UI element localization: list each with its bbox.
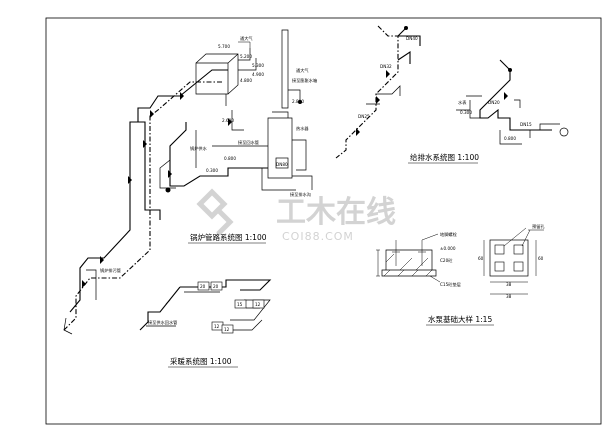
water-label-a: DN40: [406, 36, 418, 41]
label-elev-0300: 0.300: [206, 168, 218, 173]
watermark: 工木在线 COI88.COM: [196, 188, 396, 243]
foundation-hatch: [383, 253, 433, 277]
boiler-burner: [275, 157, 289, 169]
bolt-holes: [494, 244, 524, 272]
label-elev-5300: 5.300: [252, 63, 264, 68]
label-unit: DN80: [276, 162, 288, 167]
label-elev-5200: 5.200: [240, 54, 252, 59]
water-main: [335, 25, 399, 159]
branch-boiler: [159, 130, 268, 189]
radiator-r1: 20: [200, 284, 206, 289]
foundation-bolt-label: 地脚螺栓: [440, 231, 458, 238]
heating-system-diagram: 20 20 12 15 12 12 接至供水回水管 采暖系统图 1:100: [139, 279, 272, 368]
foundation-dims: [376, 249, 380, 277]
leader-vent: [238, 41, 251, 48]
radiator-r6: 12: [224, 327, 230, 332]
foundation-plan: [489, 239, 529, 277]
foundation-dim-a: 38: [506, 282, 512, 287]
water-label-g: 0.800: [504, 136, 516, 141]
vent-stack: [281, 29, 289, 109]
foundation-dim-c: 60: [478, 256, 484, 261]
boiler-unit: [267, 111, 293, 179]
expansion-tank: [195, 53, 239, 95]
label-mixer: 热水器: [296, 125, 309, 132]
leader-base: [429, 275, 441, 283]
radiator-r4: 15: [237, 302, 243, 307]
label-low-point: 锅炉排污管: [100, 267, 121, 274]
label-elev-4800: 4.800: [240, 78, 252, 83]
water-system-diagram: DN40 DN32 DN25 DN20 DN15 水表 0.800 0.300 …: [335, 25, 569, 164]
watermark-chinese: 工木在线: [276, 195, 396, 230]
return-main: [63, 81, 222, 331]
foundation-concrete-label: C20砼: [440, 257, 453, 263]
water-branch-b: [366, 85, 401, 105]
foundation-dim-d: 60: [538, 256, 544, 261]
water-end: [529, 123, 560, 138]
water-valve-icons: [356, 26, 512, 136]
foundation-base-label: C15砼垫层: [440, 281, 461, 288]
heating-return: [165, 291, 271, 321]
water-branch-a: [397, 27, 421, 64]
valve-icons: [82, 92, 302, 288]
water-label-c: DN25: [358, 114, 370, 119]
tank-feed: [238, 48, 257, 71]
foundation-surface-label: ±0.000: [440, 246, 456, 251]
leader-holes: [503, 227, 531, 247]
foundation-section: [381, 249, 437, 277]
water-label-d: DN20: [488, 100, 500, 105]
heating-return-2: [146, 319, 263, 331]
tank-drain: [225, 94, 244, 131]
label-supply-note: 锅炉供水: [190, 145, 208, 152]
foundation-dim-b: 38: [506, 294, 512, 299]
watermark-latin: COI88.COM: [282, 230, 354, 243]
leader-bolt: [421, 233, 439, 241]
label-vent: 通大气: [240, 35, 253, 42]
foundation-detail: 地脚螺栓 ±0.000 C20砼 C15砼垫层 预留孔 38 38 60 60 …: [376, 223, 545, 326]
radiator-r3: 12: [255, 302, 261, 307]
radiator-r5: 12: [214, 324, 220, 329]
label-elev-0800: 0.800: [224, 156, 236, 161]
water-diagram-title: 给排水系统图 1:100: [410, 152, 479, 162]
radiator-r2: 20: [213, 284, 219, 289]
label-drain-note: 接至排水沟: [290, 191, 311, 198]
label-tank-note: 接至膨胀水箱: [292, 77, 317, 84]
water-label-b: DN32: [380, 64, 392, 69]
riser-left: [69, 121, 138, 313]
foundation-title: 水泵基础大样 1:15: [428, 314, 492, 324]
label-return-note: 接至回水管: [238, 139, 259, 146]
water-label-h: 0.300: [460, 110, 472, 115]
plan-dims: [483, 229, 544, 295]
label-elev-2800: 2.800: [292, 99, 304, 104]
foundation-bolts: [392, 240, 426, 266]
heating-note: 接至供水回水管: [148, 319, 177, 326]
label-chimney-vent: 通大气: [296, 67, 309, 74]
water-run-east: [479, 59, 552, 131]
riser-right: [169, 122, 268, 187]
water-meter-icon: [559, 127, 569, 137]
water-run-lower: [499, 99, 522, 145]
boiler-diagram-title: 锅炉管路系统图 1:100: [190, 232, 267, 242]
boiler-piping-diagram: 通大气 通大气 5.700 5.200 4.800 5.300 4.900 接至…: [63, 29, 317, 335]
stack-link: [288, 89, 307, 171]
foundation-holes-label: 预留孔: [532, 223, 545, 230]
label-elev-5700: 5.700: [218, 44, 230, 49]
drain-line: [261, 168, 313, 191]
label-elev-2600: 2.600: [222, 118, 234, 123]
watermark-logo-icon: [196, 188, 234, 236]
water-label-f: 水表: [458, 99, 467, 106]
radiators: [197, 281, 265, 334]
water-label-e: DN15: [520, 122, 532, 127]
water-run-west: [456, 95, 482, 119]
ground-riser: [63, 269, 97, 335]
frame-border: [45, 17, 602, 425]
heating-diagram-title: 采暖系统图 1:100: [170, 356, 232, 366]
label-elev-4900: 4.900: [252, 72, 264, 77]
